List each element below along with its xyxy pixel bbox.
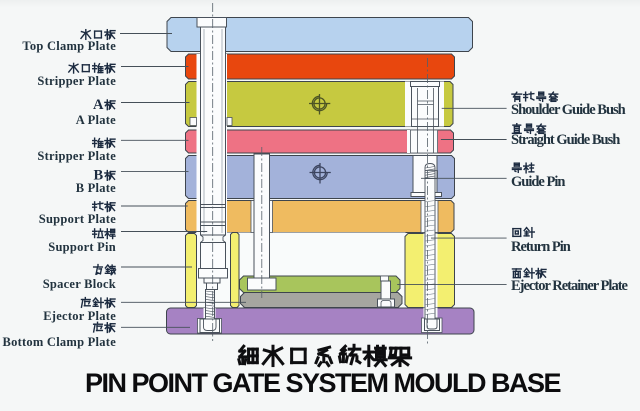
svg-text:A: A [93,97,104,113]
svg-text:B: B [93,167,103,183]
